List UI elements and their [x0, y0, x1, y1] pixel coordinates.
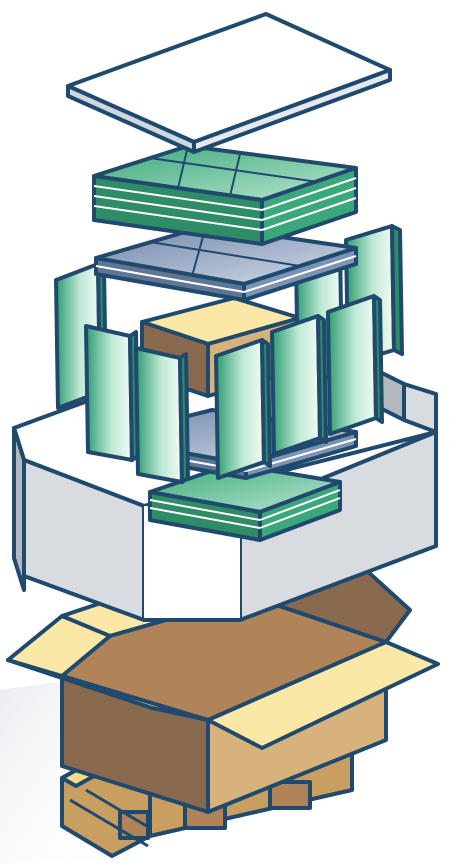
panel-front-left-2 — [134, 346, 184, 484]
panel-front-right-3 — [326, 294, 378, 436]
upper-blue-panel-stack — [94, 224, 358, 302]
lower-green-panel-stack — [148, 462, 342, 542]
upper-green-panel-stack — [92, 144, 358, 246]
vertical-green-panels — [54, 224, 404, 484]
cardboard-box — [6, 564, 440, 814]
panel-front-right-1 — [214, 338, 266, 480]
top-cover-sheet — [66, 12, 392, 154]
panel-front-left-1 — [84, 324, 134, 462]
panel-front-right-2 — [270, 314, 322, 456]
